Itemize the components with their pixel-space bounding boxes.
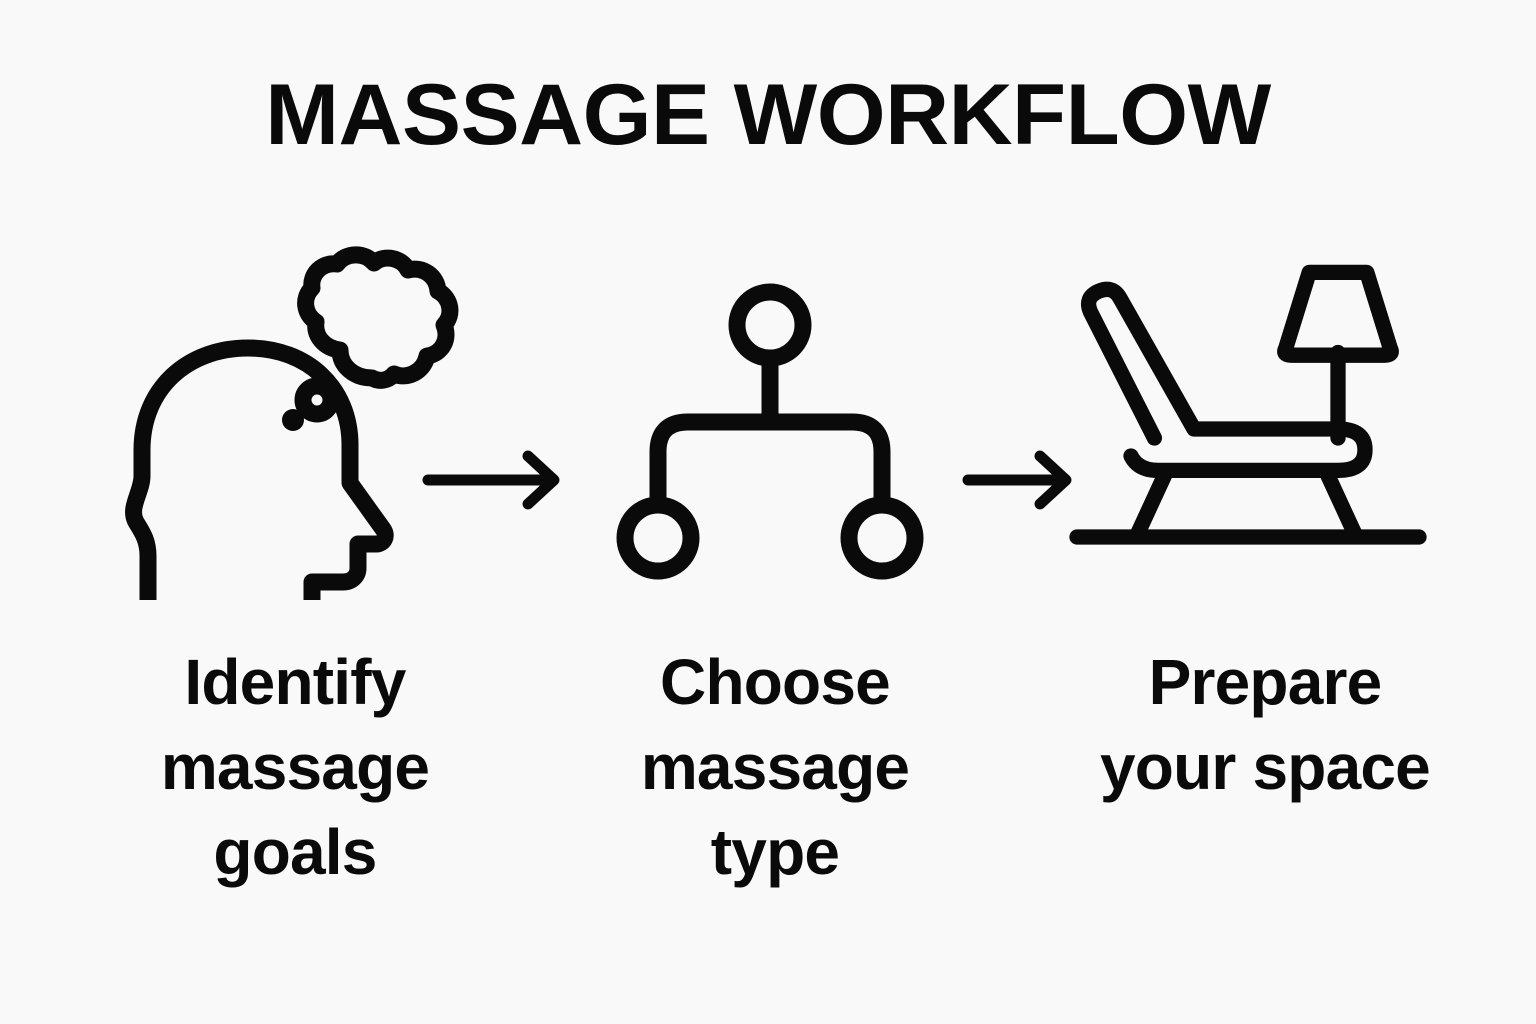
step-2-caption: Choose massage type — [540, 640, 1010, 895]
tree-node-top — [728, 283, 812, 367]
tree-node-right — [840, 496, 924, 580]
caption-line: massage — [640, 731, 910, 804]
lamp-shade-icon — [1277, 264, 1399, 363]
arrow-right-2 — [960, 445, 1090, 515]
arrow-right-1 — [420, 445, 580, 515]
caption-line: Prepare — [1148, 646, 1383, 718]
step-1-icon-container — [100, 240, 460, 600]
thought-dot-icon — [282, 409, 304, 431]
step-1-caption: Identify massage goals — [60, 640, 530, 895]
page-title: MASSAGE WORKFLOW — [265, 67, 1271, 163]
tree-node-left — [616, 496, 700, 580]
caption-line: massage — [160, 731, 430, 804]
caption-line: Choose — [660, 646, 891, 718]
step-2-icon-container — [588, 240, 948, 600]
caption-line: goals — [213, 816, 377, 889]
massage-table-lamp-icon — [1069, 264, 1427, 545]
caption-line: Identify — [184, 646, 406, 718]
caption-line: your space — [1100, 731, 1431, 804]
caption-line: type — [710, 816, 840, 889]
steps-icon-row — [0, 240, 1536, 660]
hierarchy-tree-icon — [616, 283, 924, 580]
step-captions-row: Identify massage goals Choose massage ty… — [0, 640, 1536, 970]
step-3-icon-container — [1068, 240, 1428, 600]
head-thought-bubble-icon — [125, 246, 459, 600]
step-3-caption: Prepare your space — [1010, 640, 1520, 810]
